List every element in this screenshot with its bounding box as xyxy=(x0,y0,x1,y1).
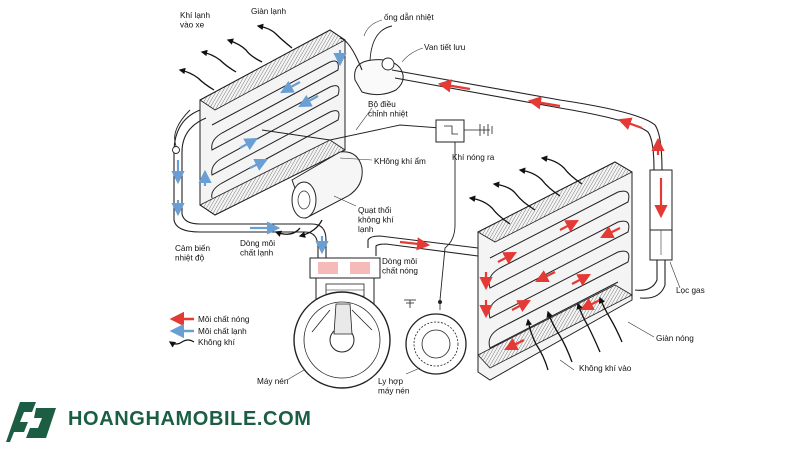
legend-cold-label: Môi chất lạnh xyxy=(198,327,247,336)
blower-fan xyxy=(274,151,363,238)
label-condenser: Giàn nóng xyxy=(656,334,694,343)
label-air-in: Không khí vào xyxy=(579,364,632,373)
label-heat-tube: ống dẫn nhiệt xyxy=(384,12,434,22)
receiver-filter xyxy=(649,169,673,261)
thermostat-box xyxy=(435,119,465,143)
legend-air-label: Không khí xyxy=(198,338,236,347)
brand-logo: HOANGHAMOBILE.COM xyxy=(6,398,311,442)
temp-sensor xyxy=(172,109,191,154)
expansion-valve xyxy=(354,57,404,96)
label-expansion-valve: Van tiết lưu xyxy=(424,43,466,52)
legend-hot-label: Môi chất nóng xyxy=(198,315,250,324)
brand-name: HOANGHAMOBILE.COM xyxy=(68,408,312,430)
label-evaporator: Giàn lạnh xyxy=(251,7,286,16)
refrigerant-pipes xyxy=(171,25,666,310)
hoangha-logo-icon xyxy=(6,402,56,442)
label-compressor: Máy nén xyxy=(257,377,289,386)
condenser-unit xyxy=(468,155,633,381)
label-hot-air-out: Khí nóng ra xyxy=(452,153,495,162)
label-receiver-filter: Lọc gas xyxy=(676,286,705,295)
compressor-clutch xyxy=(405,313,467,375)
compressor xyxy=(293,257,391,389)
label-humid-air: KHông khí ẩm xyxy=(374,156,426,166)
legend: Môi chất nóng Môi chất lạnh Không khí xyxy=(168,311,250,348)
evaporator-unit xyxy=(178,23,347,216)
